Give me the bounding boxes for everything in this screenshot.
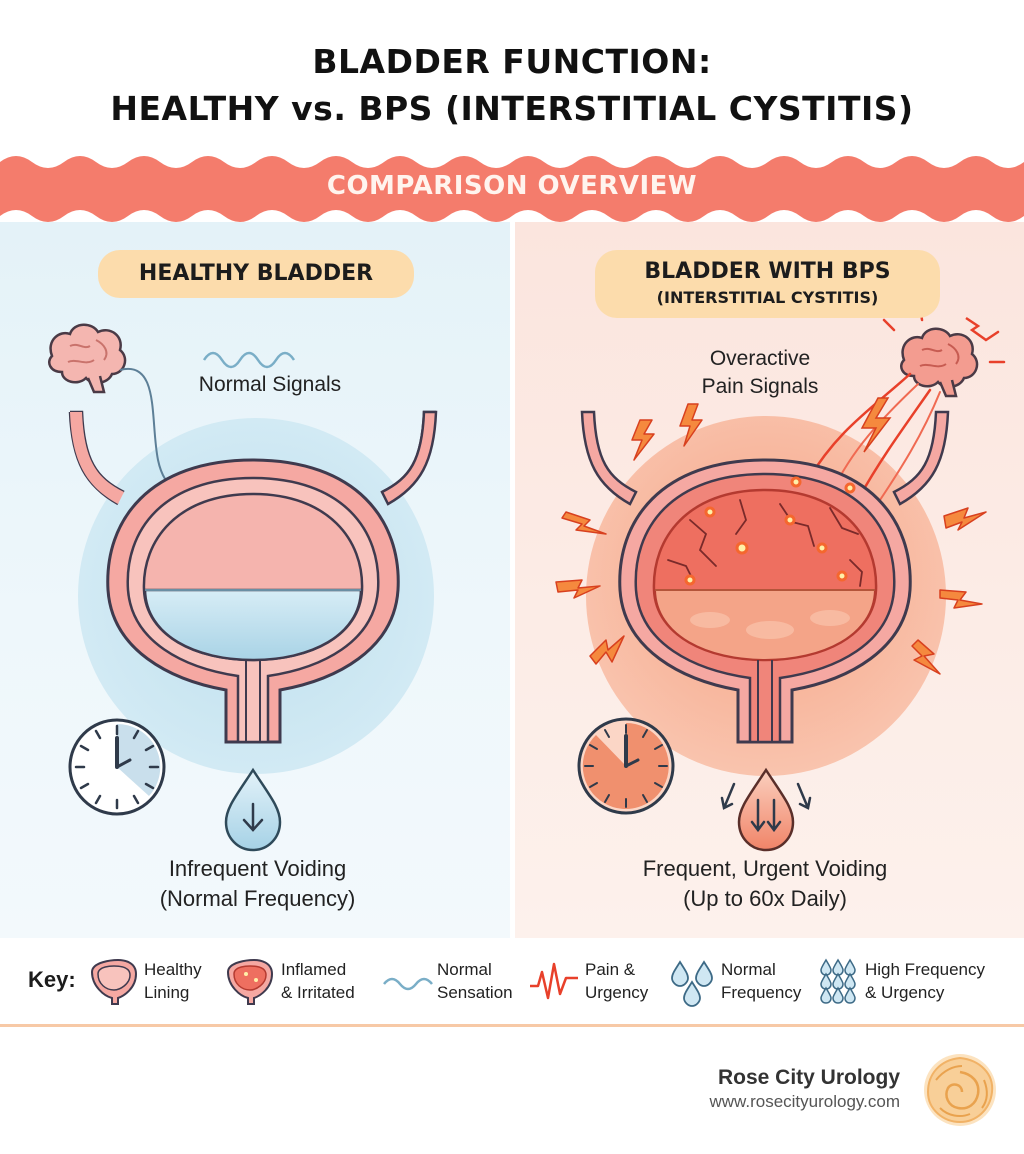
bps-signal-label: Overactive Pain Signals: [640, 345, 880, 401]
comparison-banner: COMPARISON OVERVIEW: [0, 150, 1024, 230]
key-item-text-1: Normal: [437, 960, 492, 979]
brand-name: Rose City Urology: [717, 1066, 900, 1089]
key-item-text-1: Inflamed: [281, 960, 347, 979]
key-label: Key:: [28, 967, 76, 992]
key-item-text-1: High Frequency: [865, 960, 986, 979]
page-title-line-2: HEALTHY vs. BPS (INTERSTITIAL CYSTITIS): [110, 89, 914, 128]
healthy-brain-icon: [48, 323, 127, 394]
healthy-bladder-icon: [68, 410, 438, 744]
bps-signal-line-2: Pain Signals: [701, 375, 819, 398]
banner-label: COMPARISON OVERVIEW: [326, 171, 698, 201]
brand-url[interactable]: www.rosecityurology.com: [709, 1092, 900, 1111]
bps-heading-line-1: BLADDER WITH BPS: [644, 259, 891, 284]
key-item-high-frequency: High Frequency & Urgency: [865, 958, 985, 1004]
title-block: BLADDER FUNCTION: HEALTHY vs. BPS (INTER…: [0, 38, 1024, 132]
key-item-healthy-lining: Healthy Lining: [144, 958, 202, 1004]
bps-drop-icon: [720, 767, 812, 852]
key-item-text-2: Urgency: [585, 983, 649, 1002]
key-item-text-1: Pain &: [585, 960, 636, 979]
bps-caption-line-1: Frequent, Urgent Voiding: [642, 856, 888, 881]
panel-divider: [510, 222, 515, 938]
key-item-normal-frequency: Normal Frequency: [721, 958, 801, 1004]
key-item-text-2: & Urgency: [865, 983, 945, 1002]
key-item-normal-sensation: Normal Sensation: [437, 958, 513, 1004]
illustration-layer: [48, 304, 1006, 852]
healthy-caption: Infrequent Voiding (Normal Frequency): [90, 854, 425, 914]
key-divider-line: [0, 1024, 1024, 1027]
healthy-drop-icon: [224, 767, 282, 852]
wavy-banner-shape: [0, 156, 1024, 222]
bps-heading-pill: BLADDER WITH BPS (INTERSTITIAL CYSTITIS): [595, 250, 940, 318]
healthy-heading: HEALTHY BLADDER: [138, 261, 374, 286]
normal-signal-wave-icon: [202, 351, 296, 369]
page-title-line-1: BLADDER FUNCTION:: [312, 42, 712, 81]
key-item-inflamed: Inflamed & Irritated: [281, 958, 355, 1004]
bps-inflamed-bladder-icon: [580, 410, 950, 744]
healthy-heading-pill: HEALTHY BLADDER: [98, 250, 414, 298]
key-item-text-2: Lining: [144, 983, 190, 1002]
key-item-text-2: Sensation: [437, 983, 513, 1002]
key-item-pain-urgency: Pain & Urgency: [585, 958, 648, 1004]
key-item-text-2: Frequency: [721, 983, 802, 1002]
key-item-text-1: Healthy: [144, 960, 202, 979]
bps-lightning-icon-large: [860, 397, 892, 453]
bps-caption: Frequent, Urgent Voiding (Up to 60x Dail…: [595, 854, 935, 914]
healthy-caption-line-2: (Normal Frequency): [159, 886, 356, 911]
bps-heading-line-2: (INTERSTITIAL CYSTITIS): [656, 288, 879, 307]
healthy-signal-label: Normal Signals: [198, 373, 342, 396]
healthy-clock-icon: [68, 718, 166, 816]
rose-logo-icon: [924, 1054, 996, 1126]
bps-signal-line-1: Overactive: [709, 347, 811, 370]
key-item-text-2: & Irritated: [281, 983, 355, 1002]
bps-caption-line-2: (Up to 60x Daily): [683, 886, 847, 911]
bps-lightning-icons: [555, 403, 987, 675]
healthy-caption-line-1: Infrequent Voiding: [168, 856, 347, 881]
key-item-text-1: Normal: [721, 960, 776, 979]
bps-clock-icon: [577, 717, 675, 815]
